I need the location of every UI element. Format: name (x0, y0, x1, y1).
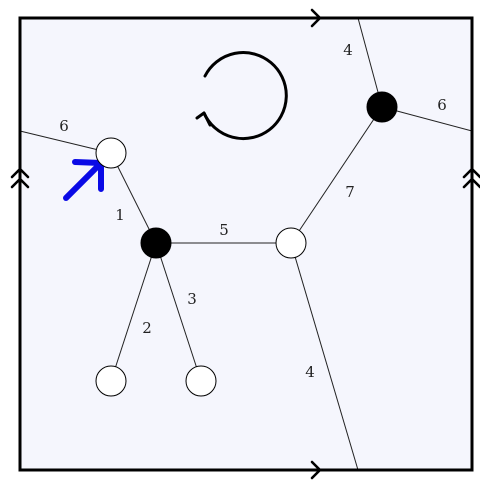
edge-7 (290, 106, 383, 244)
chevron-arrow-icon (310, 8, 322, 28)
edge-label-2: 2 (142, 319, 152, 337)
white-vertex-center-right (275, 227, 307, 259)
white-vertex-bottom-right (185, 365, 217, 397)
edge-6-left (19, 130, 112, 154)
edge-label-6-left: 6 (59, 117, 69, 135)
chevron-arrow-icon (310, 460, 322, 480)
circular-arrow-icon (195, 51, 288, 141)
edge-labels: 4 6 6 7 1 5 3 2 4 (59, 41, 447, 381)
side-identification-marks (10, 8, 480, 480)
edge-label-7: 7 (345, 183, 355, 201)
vertices (95, 91, 398, 397)
black-vertex-upper (366, 91, 398, 123)
chevron-arrow-icon (10, 177, 30, 189)
white-vertex-upper-left (95, 137, 127, 169)
edge-1 (110, 152, 157, 244)
edge-4-bottom (290, 242, 359, 471)
square-border (18, 16, 474, 472)
edge-label-3: 3 (187, 290, 197, 308)
edge-label-4-top: 4 (343, 41, 353, 59)
black-vertex-center (140, 227, 172, 259)
fundamental-domain (20, 18, 472, 470)
edge-label-5: 5 (219, 221, 229, 239)
edges (19, 17, 473, 471)
white-vertex-bottom-left (95, 365, 127, 397)
chevron-arrow-icon (462, 167, 480, 179)
edge-6-right (381, 106, 473, 132)
chevron-arrow-icon (10, 167, 30, 179)
edge-2 (110, 242, 157, 382)
edge-label-6-right: 6 (437, 96, 447, 114)
edge-label-4-bottom: 4 (305, 363, 315, 381)
edge-3 (155, 242, 202, 382)
edge-label-1: 1 (115, 206, 125, 224)
chevron-arrow-icon (462, 177, 480, 189)
